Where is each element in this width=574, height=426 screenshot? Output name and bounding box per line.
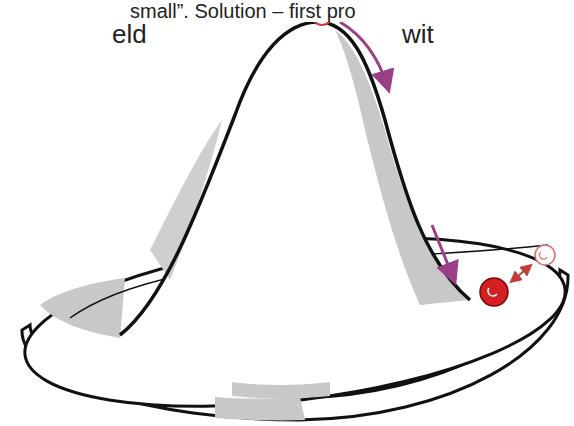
crown-outline	[120, 22, 470, 335]
crown-shade	[150, 120, 222, 280]
roll-arrow	[432, 225, 454, 280]
ball-ghost	[535, 245, 555, 265]
roll-arrow	[340, 22, 388, 88]
text-fragment: small”. Solution – first pro	[128, 0, 358, 22]
brim-shade	[215, 397, 305, 420]
oscillation-arrow	[512, 266, 530, 281]
text-fragment: wit	[400, 20, 436, 49]
text-fragment: eld	[110, 20, 149, 49]
ball-highlight	[539, 252, 547, 259]
ball-trough	[480, 278, 508, 306]
crown	[120, 22, 470, 336]
ball-highlight	[488, 288, 497, 296]
brim-shade	[40, 278, 125, 338]
brim-shade	[232, 382, 330, 398]
crown-shade	[335, 30, 470, 305]
